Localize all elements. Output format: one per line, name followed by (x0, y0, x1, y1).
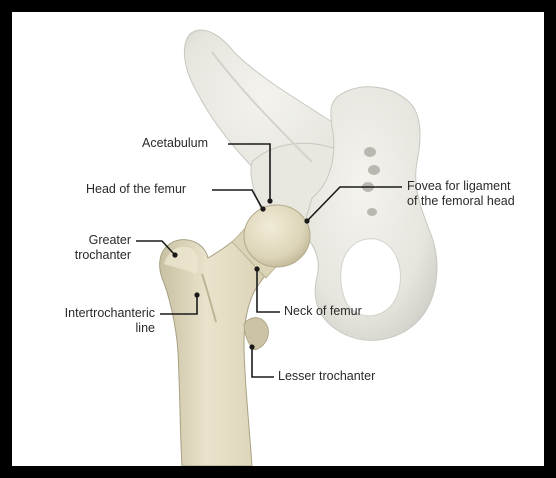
label-acetabulum: Acetabulum (142, 136, 208, 151)
dot-intertrochanteric (194, 292, 199, 297)
label-intertrochanteric-line: Intertrochanteric line (22, 306, 155, 336)
diagram-panel: Acetabulum Head of the femur Fovea for l… (12, 12, 544, 466)
leader-lesser-trochanter (252, 348, 274, 377)
label-head-of-femur: Head of the femur (86, 182, 186, 197)
label-fovea: Fovea for ligament of the femoral head (407, 179, 515, 209)
dot-head-of-femur (260, 206, 265, 211)
label-greater-trochanter: Greater trochanter (50, 233, 131, 263)
dot-lesser-trochanter (249, 344, 254, 349)
label-neck-of-femur: Neck of femur (284, 304, 362, 319)
dot-fovea (304, 218, 309, 223)
label-lesser-trochanter: Lesser trochanter (278, 369, 375, 384)
dot-neck-of-femur (254, 266, 259, 271)
dot-acetabulum (267, 198, 272, 203)
dot-greater-trochanter (172, 252, 177, 257)
femur-bone (160, 205, 310, 466)
